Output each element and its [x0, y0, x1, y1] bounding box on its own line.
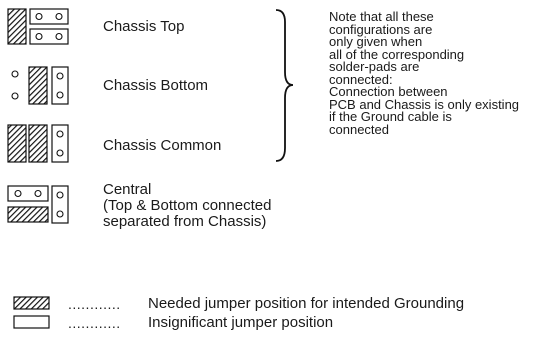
- jumper-hatched: [28, 66, 48, 105]
- legend-dots: ............: [68, 296, 121, 312]
- jumper-plain: [29, 8, 69, 25]
- legend-plain-swatch: [13, 315, 50, 329]
- solder-pad: [11, 70, 19, 78]
- solder-pad: [11, 92, 19, 100]
- chassis-bottom-label: Chassis Bottom: [103, 77, 209, 94]
- jumper-hatched: [7, 206, 49, 223]
- note-line: connected:: [329, 71, 393, 87]
- chassis-top-label: Chassis Top: [103, 18, 185, 35]
- chassis-top-jumpers: [7, 8, 69, 45]
- note-line: if the Ground cable is: [329, 109, 452, 124]
- central-label-line: separated from Chassis): [103, 213, 267, 230]
- note-line: connected: [329, 121, 389, 137]
- note-line: only given when: [329, 34, 423, 49]
- central-label-line: Central: [103, 181, 152, 198]
- note-line: Connection between: [329, 84, 448, 99]
- note-line: configurations are: [329, 21, 433, 37]
- note-line: PCB and Chassis is only existing: [329, 96, 520, 112]
- note-text: Note that all these configurations are o…: [329, 9, 520, 137]
- chassis-common-label: Chassis Common: [103, 137, 222, 154]
- jumper-plain: [51, 185, 69, 224]
- chassis-bottom-jumpers: [11, 66, 69, 105]
- note-line: Note that all these: [329, 9, 434, 24]
- jumper-hatched: [28, 124, 48, 163]
- note-line: all of the corresponding: [329, 46, 465, 62]
- jumper-hatched: [7, 124, 27, 163]
- central-label-line: (Top & Bottom connected: [103, 197, 272, 214]
- central-jumpers: [7, 185, 69, 224]
- legend-hatched-swatch: [13, 296, 50, 310]
- note-line: solder-pads are: [329, 59, 420, 74]
- jumper-hatched: [7, 8, 27, 45]
- jumper-plain: [51, 66, 69, 105]
- legend-needed-text: Needed jumper position for intended Grou…: [148, 295, 465, 312]
- legend-insignificant-text: Insignificant jumper position: [148, 314, 334, 331]
- jumper-plain: [51, 124, 69, 163]
- jumper-plain: [7, 185, 49, 202]
- central-label: Central (Top & Bottom connected separate…: [103, 182, 271, 230]
- legend-dots: ............: [68, 315, 121, 331]
- grouping-brace: [275, 9, 294, 162]
- chassis-common-jumpers: [7, 124, 69, 163]
- jumper-plain: [29, 28, 69, 45]
